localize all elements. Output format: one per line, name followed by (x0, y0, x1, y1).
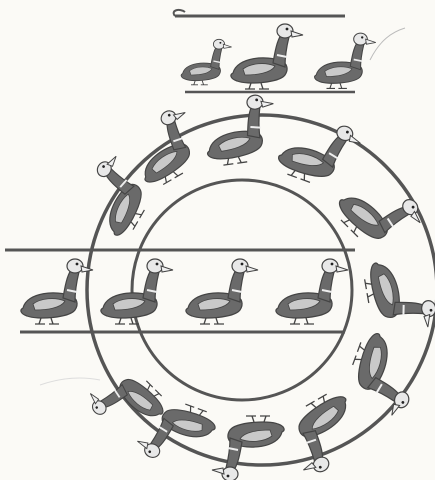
illustration-scene (0, 0, 435, 480)
duck-wheel-illustration (0, 0, 435, 480)
